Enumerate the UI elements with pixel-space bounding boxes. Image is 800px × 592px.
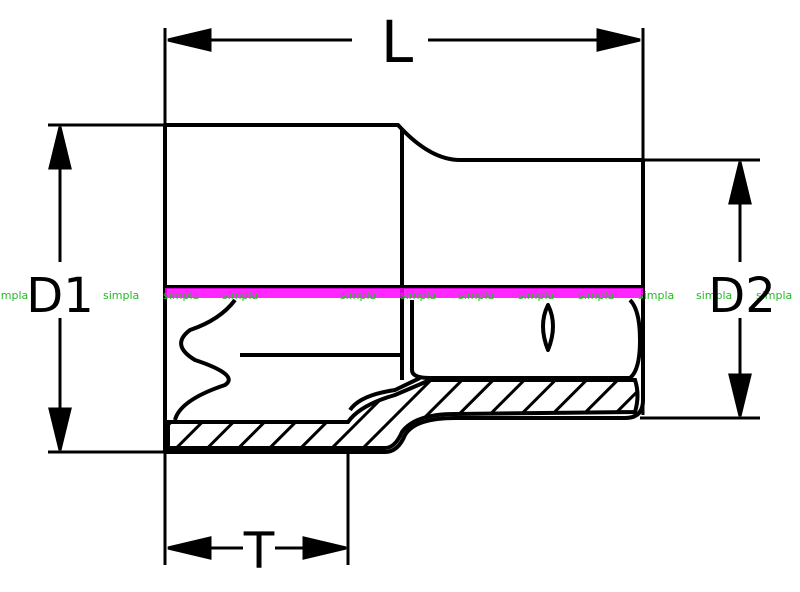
watermark-text: simpla (163, 289, 199, 302)
watermark-text: simpla (222, 289, 258, 302)
watermark-text: simpla (756, 289, 792, 302)
hatched-section (166, 378, 640, 450)
watermark-text: simpla (103, 289, 139, 302)
watermark-text: simpla (518, 289, 554, 302)
watermark-band (165, 288, 643, 298)
socket-body-outline (163, 123, 645, 454)
watermark-text: simpla (578, 289, 614, 302)
diameter-1-label: D1 (26, 268, 94, 324)
diameter-2-label: D2 (708, 268, 776, 324)
thickness-label: T (243, 522, 275, 580)
watermark-text: simpla (696, 289, 732, 302)
dimension-arrows (48, 28, 752, 560)
length-label: L (381, 8, 413, 76)
watermark-text: simpla (400, 289, 436, 302)
watermark-text: simpla (458, 289, 494, 302)
watermark-text: simpla (638, 289, 674, 302)
watermark-text: simpla (340, 289, 376, 302)
watermark-texts: simpla simpla simpla simpla simpla simpla simp… (0, 289, 792, 302)
watermark-text: simpla (0, 289, 28, 302)
